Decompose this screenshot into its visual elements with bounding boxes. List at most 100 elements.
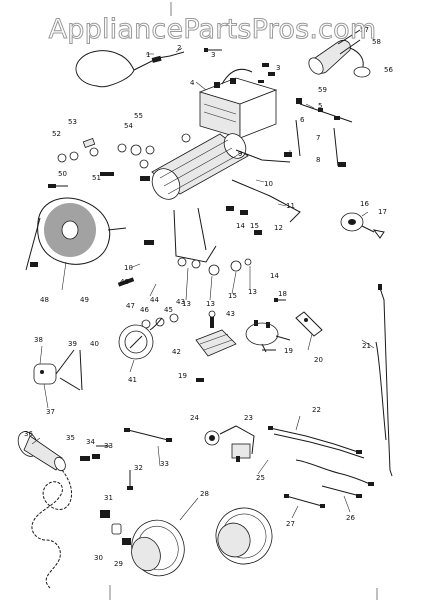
- callout-43a: 43: [226, 310, 235, 318]
- part-37-headlight-switch[interactable]: [33, 349, 83, 391]
- part-20-fuse-holder[interactable]: [295, 311, 323, 337]
- callout-13c: 13: [248, 288, 257, 296]
- callout-14a: 14: [236, 222, 245, 230]
- callout-27: 27: [286, 520, 295, 528]
- leader-lines: [31, 47, 375, 521]
- part-4-battery[interactable]: [198, 68, 278, 139]
- callout-21: 21: [362, 342, 371, 350]
- callout-17: 17: [378, 208, 387, 216]
- callout-42: 42: [172, 348, 181, 356]
- part-1-battery-cable[interactable]: [75, 50, 185, 88]
- callout-11: 11: [286, 202, 295, 210]
- part-6-rod[interactable]: [284, 119, 346, 167]
- part-22-wire-set[interactable]: [268, 426, 365, 459]
- callout-29: 29: [114, 560, 123, 568]
- callout-38: 38: [34, 336, 43, 344]
- callout-26: 26: [346, 514, 355, 522]
- part-43-solenoid[interactable]: [245, 320, 291, 353]
- callout-19a: 19: [284, 347, 293, 355]
- parts-52-55-washers[interactable]: [48, 137, 155, 188]
- callout-7: 7: [316, 134, 320, 142]
- part-32-screw[interactable]: [127, 470, 133, 490]
- callout-5: 5: [318, 102, 322, 110]
- callout-48a: 48: [120, 278, 129, 286]
- callout-31: 31: [104, 494, 113, 502]
- callout-41: 41: [128, 376, 137, 384]
- callout-48b: 48: [40, 296, 49, 304]
- callout-10a: 10: [264, 180, 273, 188]
- callout-25: 25: [256, 474, 265, 482]
- part-5-bracket[interactable]: [296, 98, 353, 123]
- part-24-grommet[interactable]: [204, 430, 220, 446]
- callout-10b: 10: [124, 264, 133, 272]
- callout-49: 49: [80, 296, 89, 304]
- part-36-tail-light[interactable]: [14, 428, 67, 472]
- callout-58: 58: [372, 38, 381, 46]
- part-33-35-screws[interactable]: [80, 445, 110, 461]
- part-29-socket[interactable]: [122, 538, 131, 545]
- callout-34: 34: [86, 438, 95, 446]
- watermark-text: AppliancePartsPros.com: [48, 14, 377, 46]
- part-42-voltage-regulator[interactable]: [195, 310, 237, 357]
- part-3-screws-top[interactable]: [204, 48, 275, 83]
- part-41-ammeter-gauge[interactable]: [118, 317, 163, 360]
- callout-51: 51: [92, 174, 101, 182]
- part-36-looped-wire[interactable]: [31, 469, 73, 589]
- callout-12: 12: [274, 224, 283, 232]
- part-9-starter-generator[interactable]: [140, 130, 301, 223]
- callout-52: 52: [52, 130, 61, 138]
- callout-22: 22: [312, 406, 321, 414]
- callout-59: 59: [318, 86, 327, 94]
- callout-23: 23: [244, 414, 253, 422]
- callout-50: 50: [58, 170, 67, 178]
- callout-24: 24: [190, 414, 199, 422]
- part-28-headlight-right[interactable]: [208, 500, 280, 572]
- callout-37: 37: [46, 408, 55, 416]
- callout-3a: 3: [211, 51, 215, 59]
- part-58-knob[interactable]: [353, 66, 371, 78]
- part-28-headlight-left[interactable]: [124, 513, 192, 583]
- callout-44: 44: [150, 296, 159, 304]
- callout-33b: 33: [160, 460, 169, 468]
- part-26-wire[interactable]: [321, 485, 362, 498]
- part-30-bulb-socket[interactable]: [111, 523, 122, 535]
- callout-9: 9: [238, 150, 242, 158]
- callout-30: 30: [94, 554, 103, 562]
- callout-6: 6: [300, 116, 305, 124]
- part-17-key[interactable]: [372, 229, 385, 239]
- part-23-wiring-plug[interactable]: [219, 425, 255, 462]
- callout-8: 8: [316, 156, 320, 164]
- callout-43b: 43: [176, 298, 185, 306]
- callout-36: 36: [24, 430, 33, 438]
- part-12-mounting-bracket[interactable]: [173, 206, 262, 276]
- callout-57: 57: [360, 26, 369, 34]
- callout-45: 45: [164, 306, 173, 314]
- part-31-connector[interactable]: [100, 510, 110, 518]
- callout-2: 2: [177, 44, 181, 52]
- part-27-wire[interactable]: [284, 494, 325, 508]
- part-57-switch-assembly[interactable]: [306, 29, 364, 77]
- part-16-ignition-switch[interactable]: [340, 212, 375, 233]
- callout-15a: 15: [250, 222, 259, 230]
- callout-4: 4: [190, 79, 195, 87]
- parts-44-47-washers[interactable]: [117, 277, 179, 329]
- part-25-wire[interactable]: [295, 459, 374, 486]
- callout-20: 20: [314, 356, 323, 364]
- callout-13a: 13: [182, 300, 191, 308]
- callout-40: 40: [90, 340, 99, 348]
- callout-28: 28: [200, 490, 209, 498]
- callout-56: 56: [384, 66, 393, 74]
- part-33-wire[interactable]: [124, 428, 172, 442]
- part-21-wire-harness[interactable]: [375, 284, 393, 477]
- callout-47: 47: [126, 302, 135, 310]
- part-18-19-screws[interactable]: [196, 298, 286, 382]
- callout-13b: 13: [206, 300, 215, 308]
- callout-55: 55: [134, 112, 143, 120]
- callout-53: 53: [68, 118, 77, 126]
- part-49-flywheel-screen[interactable]: [25, 197, 154, 271]
- callout-19b: 19: [178, 372, 187, 380]
- callout-3b: 3: [276, 64, 280, 72]
- callout-16: 16: [360, 200, 369, 208]
- callout-15b: 15: [228, 292, 237, 300]
